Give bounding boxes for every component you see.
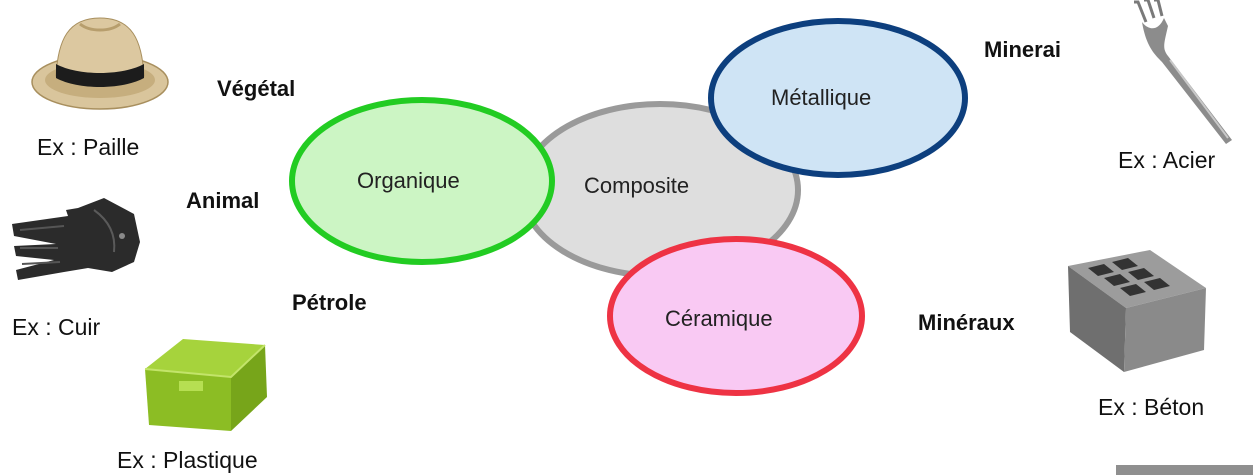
metallique-ellipse [708, 18, 968, 178]
source-mineraux: Minéraux [918, 310, 1015, 335]
steel-fork-icon [1134, 0, 1232, 144]
straw-hat-icon [31, 17, 169, 110]
concrete-block-icon [1068, 250, 1206, 372]
ceramique-ellipse [607, 236, 865, 396]
source-petrole: Pétrole [292, 290, 367, 315]
composite-label: Composite [584, 173, 690, 198]
source-minerai: Minerai [984, 37, 1062, 62]
example-beton-label: Ex : Béton [1098, 394, 1205, 420]
example-cuir-label: Ex : Cuir [12, 314, 101, 340]
organique-label: Organique [357, 168, 460, 193]
source-vegetal: Végétal [217, 76, 296, 101]
plastic-box-icon [144, 339, 267, 431]
corner-image-fragment [1116, 465, 1253, 475]
example-plastique-label: Ex : Plastique [117, 447, 258, 473]
leather-glove-icon [12, 198, 140, 280]
organique-ellipse [289, 97, 555, 265]
example-acier-label: Ex : Acier [1118, 147, 1216, 173]
example-paille-label: Ex : Paille [37, 134, 140, 160]
ceramique-label: Céramique [665, 306, 773, 331]
source-animal: Animal [186, 188, 260, 213]
metallique-label: Métallique [771, 85, 872, 110]
